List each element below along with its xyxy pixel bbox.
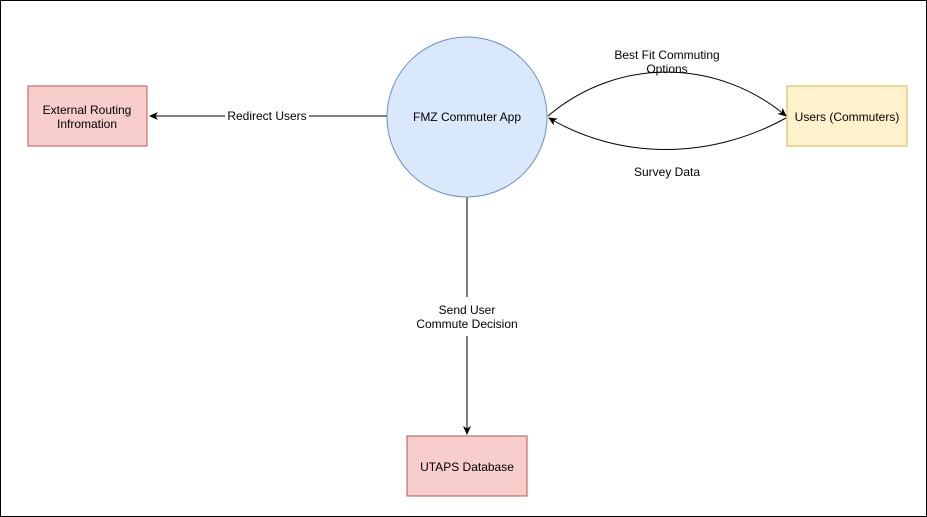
node-label-app: FMZ Commuter App xyxy=(413,110,521,124)
edge-label-best-fit-line-2: Options xyxy=(646,62,687,76)
data-store-box xyxy=(406,435,528,497)
edge-label-survey-data: Survey Data xyxy=(634,165,700,179)
node-utaps-database: UTAPS Database xyxy=(406,435,528,497)
node-label-database: UTAPS Database xyxy=(420,460,514,474)
node-fmz-commuter-app: FMZ Commuter App xyxy=(386,36,548,198)
edge-label-redirect-users: Redirect Users xyxy=(227,109,306,123)
process-circle xyxy=(386,36,548,198)
node-external-routing: External Routing Infromation xyxy=(27,85,148,147)
edge-survey-data: Survey Data xyxy=(548,117,787,179)
edge-label-decision-line-1: Send User xyxy=(439,303,496,317)
node-label-external-line-1: External Routing xyxy=(43,103,132,117)
edge-label-decision-line-2: Commute Decision xyxy=(416,317,517,331)
node-users-commuters: Users (Commuters) xyxy=(786,85,908,147)
external-entity-box xyxy=(27,85,148,147)
node-label-users: Users (Commuters) xyxy=(795,110,900,124)
edge-label-best-fit-line-1: Best Fit Commuting xyxy=(614,48,719,62)
edge-redirect-users: Redirect Users xyxy=(149,109,387,123)
external-entity-box xyxy=(786,85,908,147)
node-label-external-line-2: Infromation xyxy=(57,117,117,131)
edge-commute-decision: Send User Commute Decision xyxy=(416,197,518,435)
edge-best-fit-options: Best Fit Commuting Options xyxy=(547,48,787,117)
